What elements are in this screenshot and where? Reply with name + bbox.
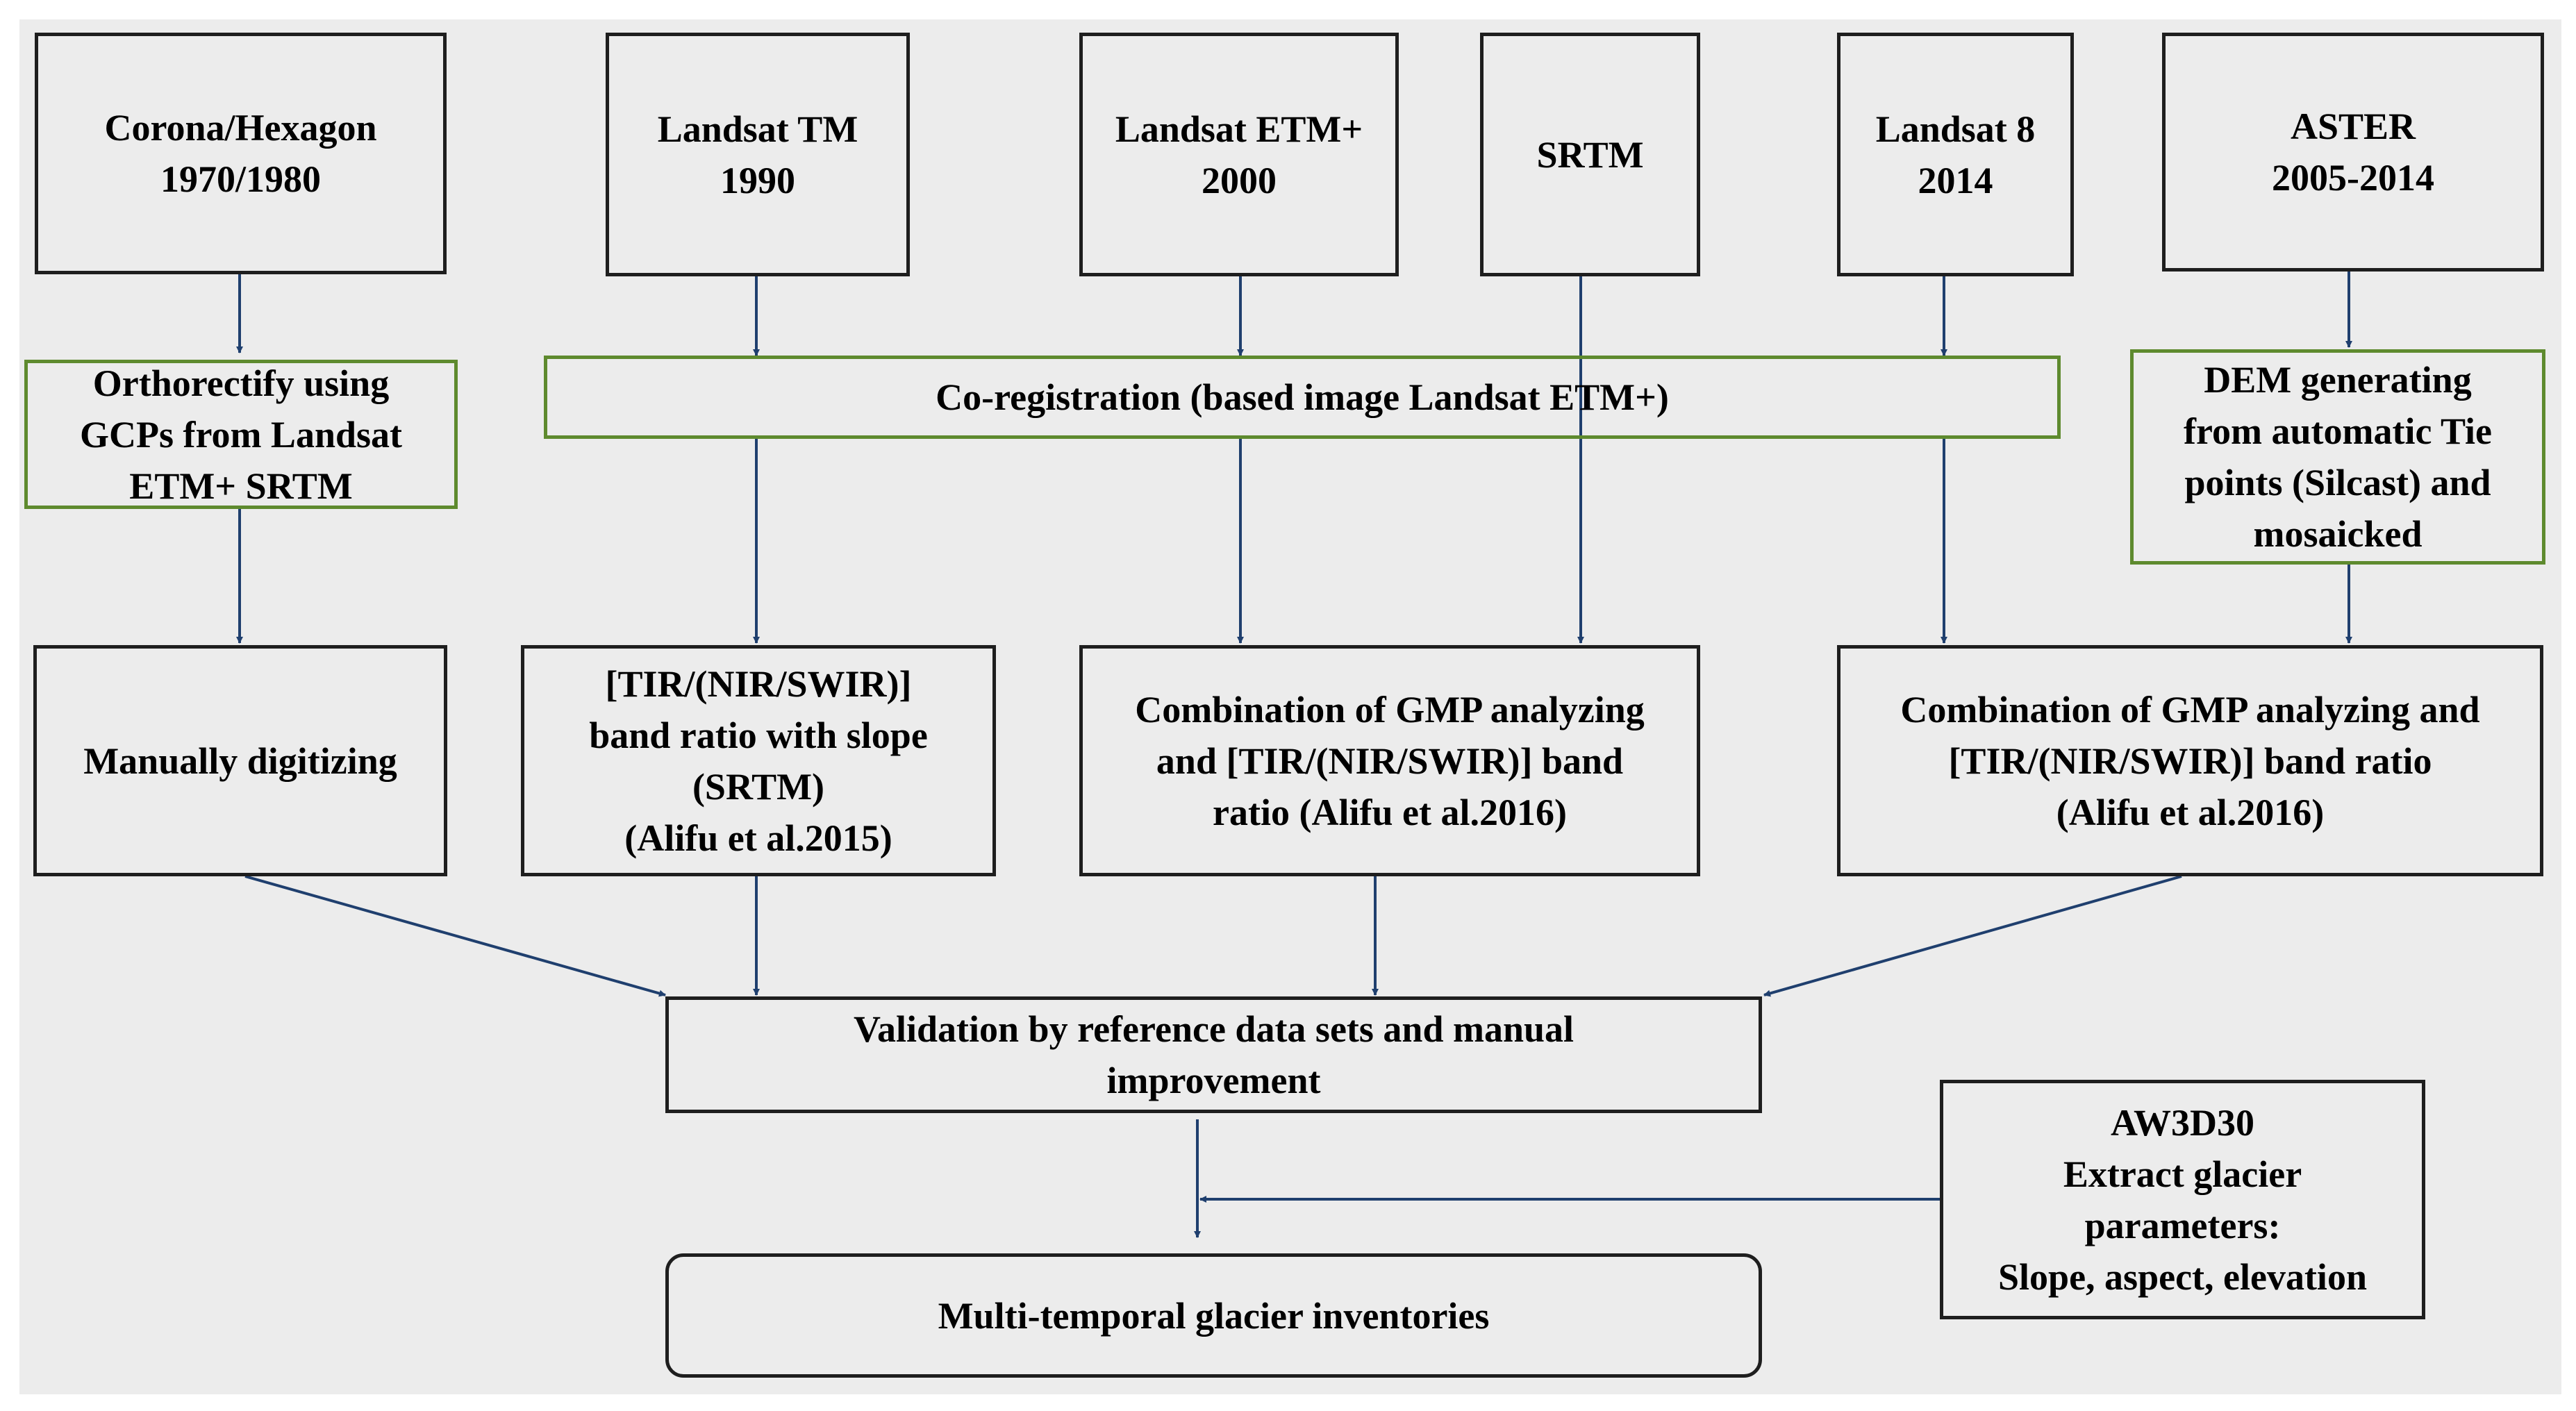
combination-2-box: Combination of GMP analyzing and [TIR/(N…	[1837, 645, 2543, 876]
landsat-etm-box: Landsat ETM+ 2000	[1079, 33, 1399, 276]
dem-generating-box: DEM generating from automatic Tie points…	[2130, 349, 2545, 565]
srtm-label: SRTM	[1536, 133, 1644, 176]
orthorectify-box: Orthorectify using GCPs from Landsat ETM…	[24, 360, 458, 509]
inventories-label: Multi-temporal glacier inventories	[938, 1294, 1490, 1337]
aw3d30-label: AW3D30 Extract glacier parameters: Slope…	[1998, 1101, 2367, 1298]
band-ratio-label: [TIR/(NIR/SWIR)] band ratio with slope (…	[589, 662, 928, 859]
landsat-tm-box: Landsat TM 1990	[606, 33, 910, 276]
combination-1-box: Combination of GMP analyzing and [TIR/(N…	[1079, 645, 1700, 876]
orthorectify-label: Orthorectify using GCPs from Landsat ETM…	[79, 362, 403, 507]
inventories-box: Multi-temporal glacier inventories	[665, 1253, 1762, 1378]
combination-1-label: Combination of GMP analyzing and [TIR/(N…	[1135, 688, 1645, 833]
band-ratio-box: [TIR/(NIR/SWIR)] band ratio with slope (…	[521, 645, 996, 876]
landsat-etm-label: Landsat ETM+ 2000	[1115, 108, 1363, 201]
corona-hexagon-box: Corona/Hexagon 1970/1980	[35, 33, 447, 274]
coregistration-box: Co-registration (based image Landsat ETM…	[544, 356, 2061, 439]
validation-label: Validation by reference data sets and ma…	[853, 1008, 1574, 1101]
landsat-tm-label: Landsat TM 1990	[657, 108, 858, 201]
aster-label: ASTER 2005-2014	[2272, 106, 2434, 199]
manually-digitizing-box: Manually digitizing	[33, 645, 447, 876]
validation-box: Validation by reference data sets and ma…	[665, 996, 1762, 1113]
srtm-box: SRTM	[1480, 33, 1700, 276]
landsat8-label: Landsat 8 2014	[1875, 108, 2036, 201]
arrow-combination-2-to-validation	[1763, 875, 2182, 997]
aster-box: ASTER 2005-2014	[2162, 33, 2544, 272]
corona-hexagon-label: Corona/Hexagon 1970/1980	[104, 107, 377, 200]
manually-digitizing-label: Manually digitizing	[83, 740, 397, 782]
aw3d30-box: AW3D30 Extract glacier parameters: Slope…	[1940, 1080, 2425, 1319]
coregistration-label: Co-registration (based image Landsat ETM…	[936, 376, 1669, 418]
landsat8-box: Landsat 8 2014	[1837, 33, 2074, 276]
arrow-digitizing-to-validation	[244, 875, 666, 997]
dem-generating-label: DEM generating from automatic Tie points…	[2184, 359, 2492, 555]
combination-2-label: Combination of GMP analyzing and [TIR/(N…	[1900, 688, 2480, 833]
